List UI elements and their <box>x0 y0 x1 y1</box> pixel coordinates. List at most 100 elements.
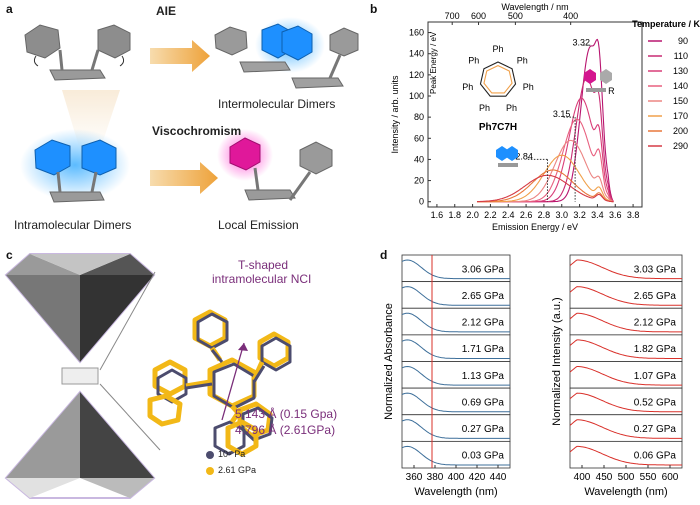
annotation-r: R <box>608 86 615 96</box>
nci-title-line2: intramolecular NCI <box>212 272 312 286</box>
em-spectrum-line <box>569 259 682 280</box>
em-pressure-label: 2.12 GPa <box>634 318 677 329</box>
em-spectrum-line <box>569 366 682 386</box>
em-x-tick-label: 600 <box>662 472 679 483</box>
em-pressure-label: 0.06 GPa <box>634 451 677 462</box>
abs-pressure-label: 0.69 GPa <box>462 397 505 408</box>
y-tick-label: 120 <box>409 70 424 80</box>
y-tick-label: 100 <box>409 91 424 101</box>
legend-label: 200 <box>673 126 688 136</box>
legend-marker-1 <box>206 451 214 459</box>
em-spectrum-line <box>569 312 682 333</box>
abs-x-axis-label: Wavelength (nm) <box>414 486 497 498</box>
abs-pressure-label: 1.13 GPa <box>462 371 505 382</box>
em-pressure-label: 3.03 GPa <box>634 264 677 275</box>
legend-label-2: 2.61 GPa <box>218 465 257 475</box>
abs-x-tick-label: 400 <box>448 472 465 483</box>
intramolecular-dimer-molecule <box>20 129 130 203</box>
x-tick-label: 2.4 <box>502 210 515 220</box>
em-subplot-frame <box>569 387 683 416</box>
intermolecular-dimers-label: Intermolecular Dimers <box>218 97 336 111</box>
y-tick-label: 160 <box>409 28 424 38</box>
panel-a-figure <box>20 17 359 203</box>
em-pressure-label: 2.65 GPa <box>634 291 677 302</box>
series-line-290 <box>476 174 614 203</box>
ph-label: Ph <box>523 82 534 92</box>
legend-marker-2 <box>206 467 214 475</box>
y-tick-label: 140 <box>409 49 424 59</box>
legend-label: 140 <box>673 81 688 91</box>
viscochromism-arrow <box>150 162 218 194</box>
em-x-axis-label: Wavelength (nm) <box>584 486 667 498</box>
legend-label: 110 <box>674 51 688 61</box>
x-tick-label: 3.0 <box>555 210 568 220</box>
x-tick-label: 2.2 <box>484 210 497 220</box>
y-tick-label: 0 <box>419 197 424 207</box>
x-tick-label: 3.8 <box>627 210 640 220</box>
legend-label-1: 10⁵ Pa <box>218 449 246 459</box>
abs-subplot-frame <box>401 414 511 442</box>
plot-frame <box>427 21 643 208</box>
em-spectrum-line <box>569 445 682 466</box>
peak-energy-label: Peak Energy / eV <box>429 31 438 94</box>
x-tick-label: 3.4 <box>591 210 604 220</box>
panel-a-label: a <box>6 2 13 16</box>
y-tick-label: 40 <box>414 154 424 164</box>
series-line-200 <box>477 169 614 203</box>
top-tick-label: 400 <box>563 11 578 21</box>
local-emission-label: Local Emission <box>218 218 299 232</box>
ph-label: Ph <box>506 103 517 113</box>
em-subplot-frame <box>569 281 683 309</box>
abs-pressure-label: 0.27 GPa <box>462 424 505 435</box>
legend-title: Temperature / K <box>632 19 700 29</box>
top-tick-label: 600 <box>471 11 486 21</box>
x-tick-label: 3.2 <box>573 210 586 220</box>
legend-label: 150 <box>673 96 688 106</box>
em-subplot-frame <box>569 361 683 389</box>
x-tick-label: 2.6 <box>520 210 533 220</box>
abs-x-tick-label: 420 <box>469 472 486 483</box>
y-tick-label: 80 <box>414 112 424 122</box>
em-subplot-frame <box>569 414 683 442</box>
ph-label: Ph <box>517 56 528 66</box>
rotor-molecule <box>24 24 131 81</box>
em-pressure-label: 1.82 GPa <box>634 344 677 355</box>
em-pressure-label: 0.27 GPa <box>634 424 677 435</box>
legend-label: 290 <box>673 141 688 151</box>
em-x-tick-label: 550 <box>640 472 657 483</box>
em-spectrum-line <box>569 419 682 439</box>
em-x-tick-label: 400 <box>574 472 591 483</box>
panel-b-label: b <box>370 2 378 16</box>
abs-pressure-label: 2.12 GPa <box>462 318 505 329</box>
em-subplot-frame <box>569 307 683 336</box>
top-tick-label: 500 <box>508 11 523 21</box>
abs-spectrum-line <box>401 365 510 386</box>
abs-spectrum-line <box>401 259 510 280</box>
em-spectrum-line <box>569 339 682 359</box>
compound-formula: Ph7C7H <box>479 122 517 133</box>
aie-arrow <box>150 40 210 72</box>
x-tick-label: 3.6 <box>609 210 622 220</box>
diamond-anvil-cell <box>4 253 161 499</box>
molecular-structure <box>147 309 292 457</box>
abs-subplot-frame <box>401 307 511 336</box>
abs-x-tick-label: 440 <box>490 472 507 483</box>
em-subplot-frame <box>569 440 683 469</box>
em-spectrum-line <box>569 286 682 306</box>
em-spectrum-line <box>569 392 682 413</box>
ph-label: Ph <box>468 56 479 66</box>
abs-subplot-frame <box>401 387 511 416</box>
annotation-peak-332: 3.32 <box>572 37 590 47</box>
abs-subplot-frame <box>401 361 511 389</box>
series-line-170 <box>477 154 614 203</box>
aie-label: AIE <box>156 4 177 18</box>
x-tick-label: 2.8 <box>538 210 551 220</box>
intramolecular-dimers-label: Intramolecular Dimers <box>14 218 132 232</box>
abs-spectrum-line <box>401 419 510 439</box>
em-x-tick-label: 500 <box>618 472 635 483</box>
legend-label: 130 <box>673 66 688 76</box>
nci-distance-line <box>221 342 245 421</box>
abs-subplot-frame <box>401 281 511 309</box>
